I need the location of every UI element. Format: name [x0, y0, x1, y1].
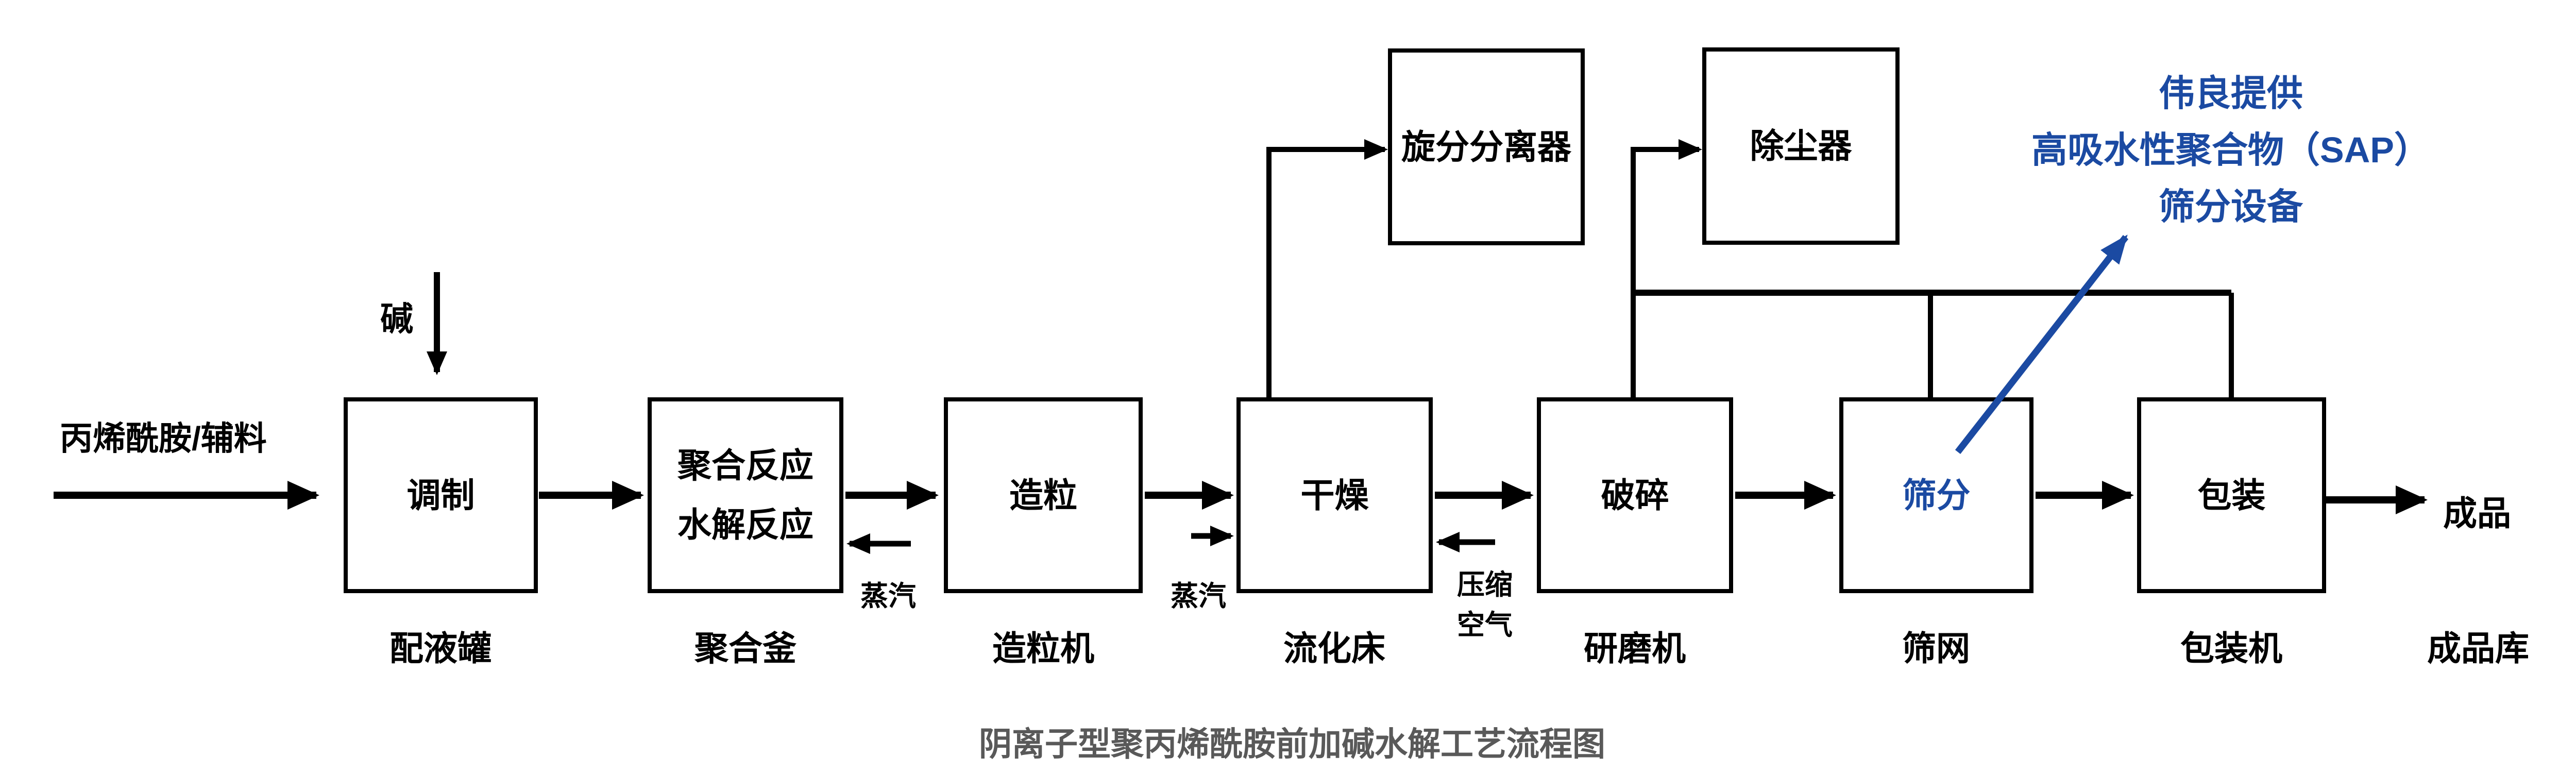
- vendor-annotation: 伟良提供 高吸水性聚合物（SAP） 筛分设备: [1989, 65, 2473, 235]
- process-label: 干燥: [1300, 476, 1369, 514]
- output-product-label: 成品: [2443, 494, 2511, 532]
- process-label: 造粒: [1009, 476, 1077, 514]
- output-storage-label: 成品库: [2427, 629, 2529, 667]
- process-label: 调制: [406, 476, 475, 514]
- process-box-zaoli: 造粒: [944, 397, 1143, 593]
- process-box-dust-collector: 除尘器: [1702, 47, 1900, 245]
- feed-stream-label: 丙烯酰胺/辅料: [60, 420, 267, 457]
- diagram-title: 阴离子型聚丙烯酰胺前加碱水解工艺流程图: [979, 726, 1605, 763]
- equipment-label-zaoliji: 造粒机: [992, 629, 1094, 667]
- equipment-label-juhefu: 聚合釜: [694, 629, 796, 667]
- process-label-line1: 聚合反应: [677, 446, 814, 484]
- process-label: 破碎: [1601, 476, 1669, 514]
- alkali-stream-label: 碱: [380, 300, 413, 338]
- process-box-posui: 破碎: [1537, 397, 1733, 593]
- equipment-label-yanmoji: 研磨机: [1584, 629, 1686, 667]
- process-box-tiaozhi: 调制: [344, 397, 538, 593]
- equipment-label-peiyeguan: 配液罐: [389, 629, 492, 667]
- steam-label-juhe: 蒸汽: [860, 581, 916, 612]
- vendor-annotation-line2: 高吸水性聚合物（SAP）: [2031, 130, 2430, 170]
- equipment-label-baozhuangji: 包装机: [2180, 629, 2282, 667]
- compressed-air-label-line1: 压缩: [1457, 569, 1513, 600]
- process-box-juhe: 聚合反应 水解反应: [648, 397, 843, 593]
- process-label-accent: 筛分: [1902, 476, 1971, 514]
- duct-ganzao-to-cyclone: [1266, 139, 1388, 397]
- duct-posui-to-dust-collector: [1631, 139, 1702, 397]
- process-label: 包装: [2197, 476, 2266, 514]
- process-box-shaifen: 筛分: [1839, 397, 2033, 593]
- vendor-annotation-line1: 伟良提供: [2159, 73, 2303, 113]
- process-box-ganzao: 干燥: [1236, 397, 1433, 593]
- process-label-line2: 水解反应: [677, 506, 814, 544]
- process-label: 除尘器: [1750, 127, 1852, 165]
- vendor-annotation-line3: 筛分设备: [2159, 187, 2303, 227]
- process-label: 旋分分离器: [1401, 127, 1571, 166]
- equipment-label-shaiwang: 筛网: [1902, 629, 1970, 667]
- equipment-label-liuhuachuang: 流化床: [1283, 629, 1385, 667]
- compressed-air-label-line2: 空气: [1457, 610, 1513, 641]
- process-box-cyclone-separator: 旋分分离器: [1388, 48, 1585, 245]
- steam-label-ganzao: 蒸汽: [1171, 581, 1226, 612]
- process-box-baozhuang: 包装: [2137, 397, 2326, 593]
